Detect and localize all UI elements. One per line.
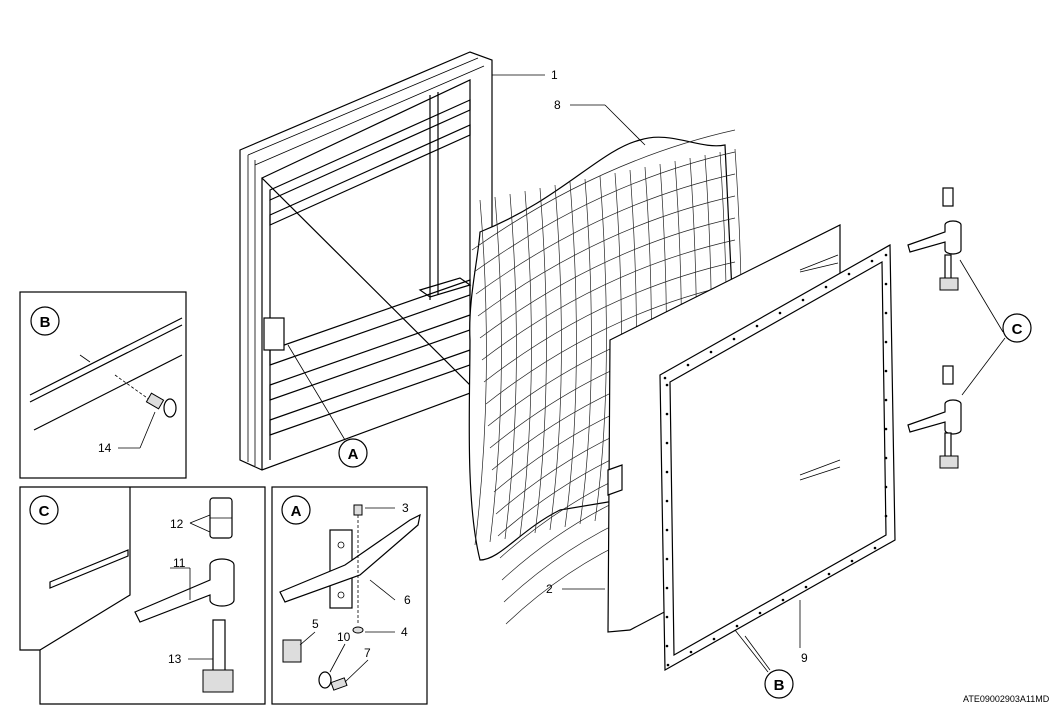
detail-c-label: C (1012, 321, 1023, 338)
fastener-hole (665, 586, 669, 590)
fastener-hole (884, 369, 888, 373)
svg-text:A: A (291, 503, 302, 520)
fastener-hole (663, 376, 667, 380)
fastener-hole (665, 383, 669, 387)
hinge-upper (907, 187, 962, 291)
fastener-hole (824, 285, 828, 289)
fastener-hole (884, 514, 888, 518)
fastener-hole (758, 611, 762, 615)
fastener-hole (735, 624, 739, 628)
net-strand (519, 190, 532, 537)
net-strand (477, 195, 736, 317)
frame-assembly (239, 51, 493, 471)
net-strand (579, 178, 592, 525)
net-strand (481, 239, 736, 361)
net-strand (474, 199, 487, 546)
hinge-lower (907, 365, 962, 469)
fastener-hole (884, 398, 888, 402)
fastener-hole (665, 499, 669, 503)
fastener-hole (884, 485, 888, 489)
callout-14: 14 (98, 441, 112, 455)
net-strand (549, 184, 562, 531)
fastener-hole (870, 259, 874, 263)
callout-11: 11 (173, 556, 186, 570)
seal-frame (659, 243, 896, 672)
net-strand (504, 193, 517, 540)
svg-text:C: C (39, 503, 50, 520)
fastener-hole (778, 311, 782, 315)
fastener-hole (665, 644, 669, 648)
fastener-hole (665, 412, 669, 416)
net-strand (471, 129, 736, 251)
svg-text:B: B (40, 314, 51, 331)
callout-7: 7 (364, 646, 371, 660)
fastener-hole (665, 470, 669, 474)
detail-b-inset: B 14 (19, 291, 187, 479)
callout-8: 8 (554, 98, 561, 112)
leader-lines (287, 74, 1006, 673)
callout-10: 10 (337, 630, 351, 644)
fastener-hole (665, 528, 669, 532)
fastener-hole (884, 253, 888, 257)
fastener-hole (804, 585, 808, 589)
net-strand (483, 261, 736, 383)
callout-1: 1 (551, 68, 558, 82)
fastener-hole (665, 441, 669, 445)
latch-plate (263, 317, 285, 351)
net-strand (473, 151, 736, 273)
net-strand (489, 196, 502, 543)
fastener-hole (689, 650, 693, 654)
net-strand (564, 181, 577, 528)
net-strand (479, 217, 736, 339)
net-strand (485, 283, 736, 405)
fastener-hole (686, 363, 690, 367)
callout-9: 9 (801, 651, 808, 665)
fastener-hole (801, 298, 805, 302)
fastener-hole (732, 337, 736, 341)
callout-2: 2 (546, 582, 553, 596)
callout-13: 13 (168, 652, 182, 666)
figure-code: ATE09002903A11MD (963, 694, 1050, 704)
callout-6: 6 (404, 593, 411, 607)
fastener-hole (884, 340, 888, 344)
detail-a-label: A (348, 446, 359, 463)
fastener-hole (712, 637, 716, 641)
fastener-hole (755, 324, 759, 328)
callout-12: 12 (170, 517, 184, 531)
fastener-hole (884, 282, 888, 286)
net-strand (594, 175, 607, 522)
net-strand (534, 187, 547, 534)
callout-4: 4 (401, 625, 408, 639)
fastener-hole (850, 559, 854, 563)
detail-a-inset: A 3 6 4 5 10 7 (271, 486, 428, 705)
detail-c-inset: C 12 11 13 (19, 486, 266, 705)
detail-a-marker (338, 438, 368, 468)
fastener-hole (873, 546, 877, 550)
detail-c-marker (1002, 313, 1032, 343)
callout-3: 3 (402, 501, 409, 515)
fastener-hole (666, 663, 670, 667)
fastener-hole (884, 456, 888, 460)
callout-5: 5 (312, 617, 319, 631)
fastener-hole (847, 272, 851, 276)
fastener-hole (709, 350, 713, 354)
fastener-hole (665, 615, 669, 619)
fastener-hole (827, 572, 831, 576)
fastener-hole (665, 557, 669, 561)
detail-b-label: B (774, 677, 785, 694)
fastener-hole (884, 427, 888, 431)
fastener-hole (781, 598, 785, 602)
fastener-hole (884, 311, 888, 315)
detail-b-marker (764, 669, 794, 699)
